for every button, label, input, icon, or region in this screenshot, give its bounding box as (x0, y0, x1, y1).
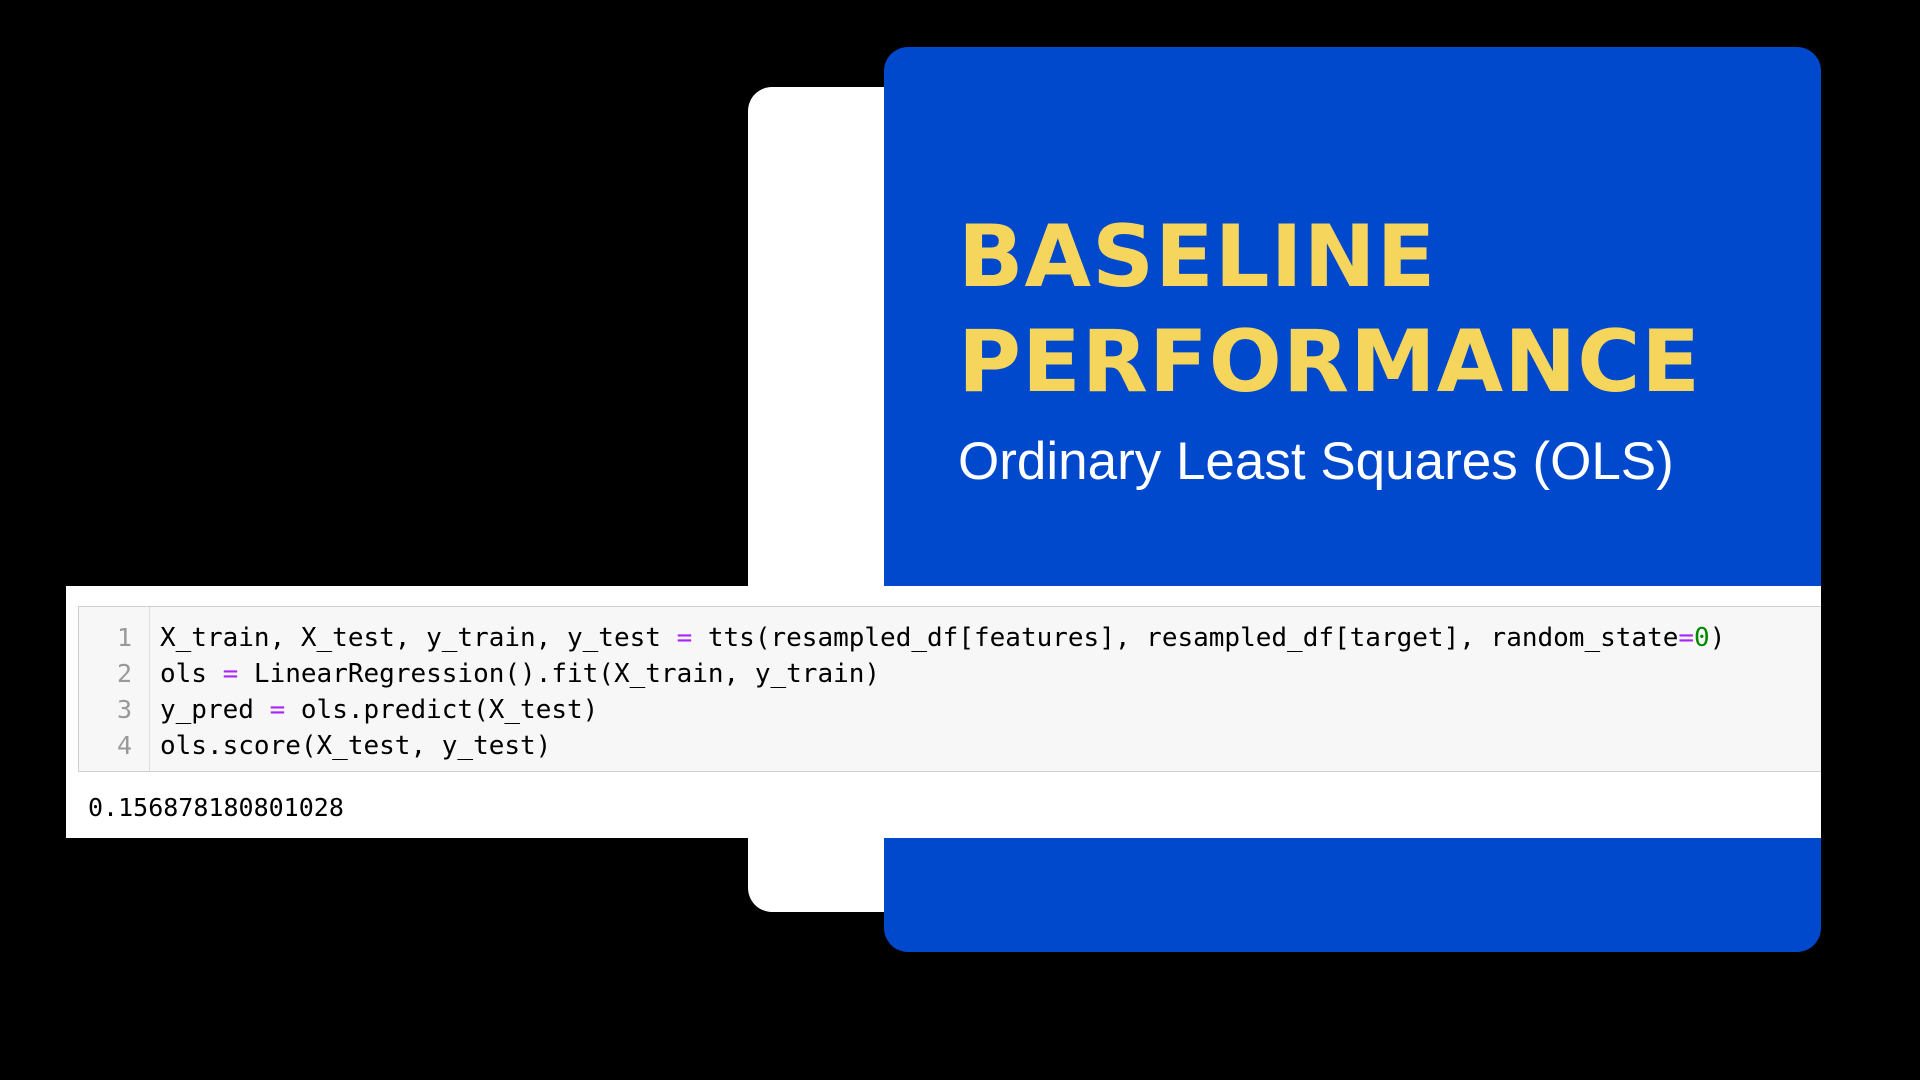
code-number: 0 (1694, 623, 1710, 653)
code-token: tts(resampled_df[features], resampled_df… (692, 623, 1679, 653)
code-token: ) (1709, 623, 1726, 653)
code-line: ols.score(X_test, y_test) (160, 728, 1821, 764)
line-number: 1 (116, 623, 132, 652)
line-number: 4 (116, 731, 132, 760)
code-token: ols (160, 659, 223, 689)
code-cell: 1 2 3 4 X_train, X_test, y_train, y_test… (78, 606, 1821, 772)
code-operator: = (269, 695, 286, 725)
code-line: ols = LinearRegression().fit(X_train, y_… (160, 656, 1821, 692)
line-number: 2 (116, 659, 132, 688)
line-number: 3 (116, 695, 132, 724)
title-line-baseline: BASELINE (958, 207, 1437, 307)
title-block: BASELINE PERFORMANCE Ordinary Least Squa… (958, 205, 1778, 493)
code-operator: = (676, 623, 693, 653)
code-token: LinearRegression().fit(X_train, y_train) (238, 659, 881, 689)
code-operator: = (1678, 623, 1695, 653)
code-operator: = (222, 659, 239, 689)
notebook-cell-screenshot: 1 2 3 4 X_train, X_test, y_train, y_test… (66, 586, 1821, 838)
cell-output: 0.156878180801028 (88, 793, 344, 822)
code-token: ols.predict(X_test) (285, 695, 599, 725)
code-area: X_train, X_test, y_train, y_test = tts(r… (160, 620, 1821, 764)
code-line: X_train, X_test, y_train, y_test = tts(r… (160, 620, 1821, 656)
code-line: y_pred = ols.predict(X_test) (160, 692, 1821, 728)
code-token: y_pred (160, 695, 270, 725)
code-token: ols.score(X_test, y_test) (160, 731, 552, 761)
line-number-gutter: 1 2 3 4 (79, 607, 150, 771)
title-line-performance: PERFORMANCE (958, 312, 1702, 412)
code-token: X_train, X_test, y_train, y_test (160, 623, 677, 653)
subtitle: Ordinary Least Squares (OLS) (958, 432, 1674, 491)
